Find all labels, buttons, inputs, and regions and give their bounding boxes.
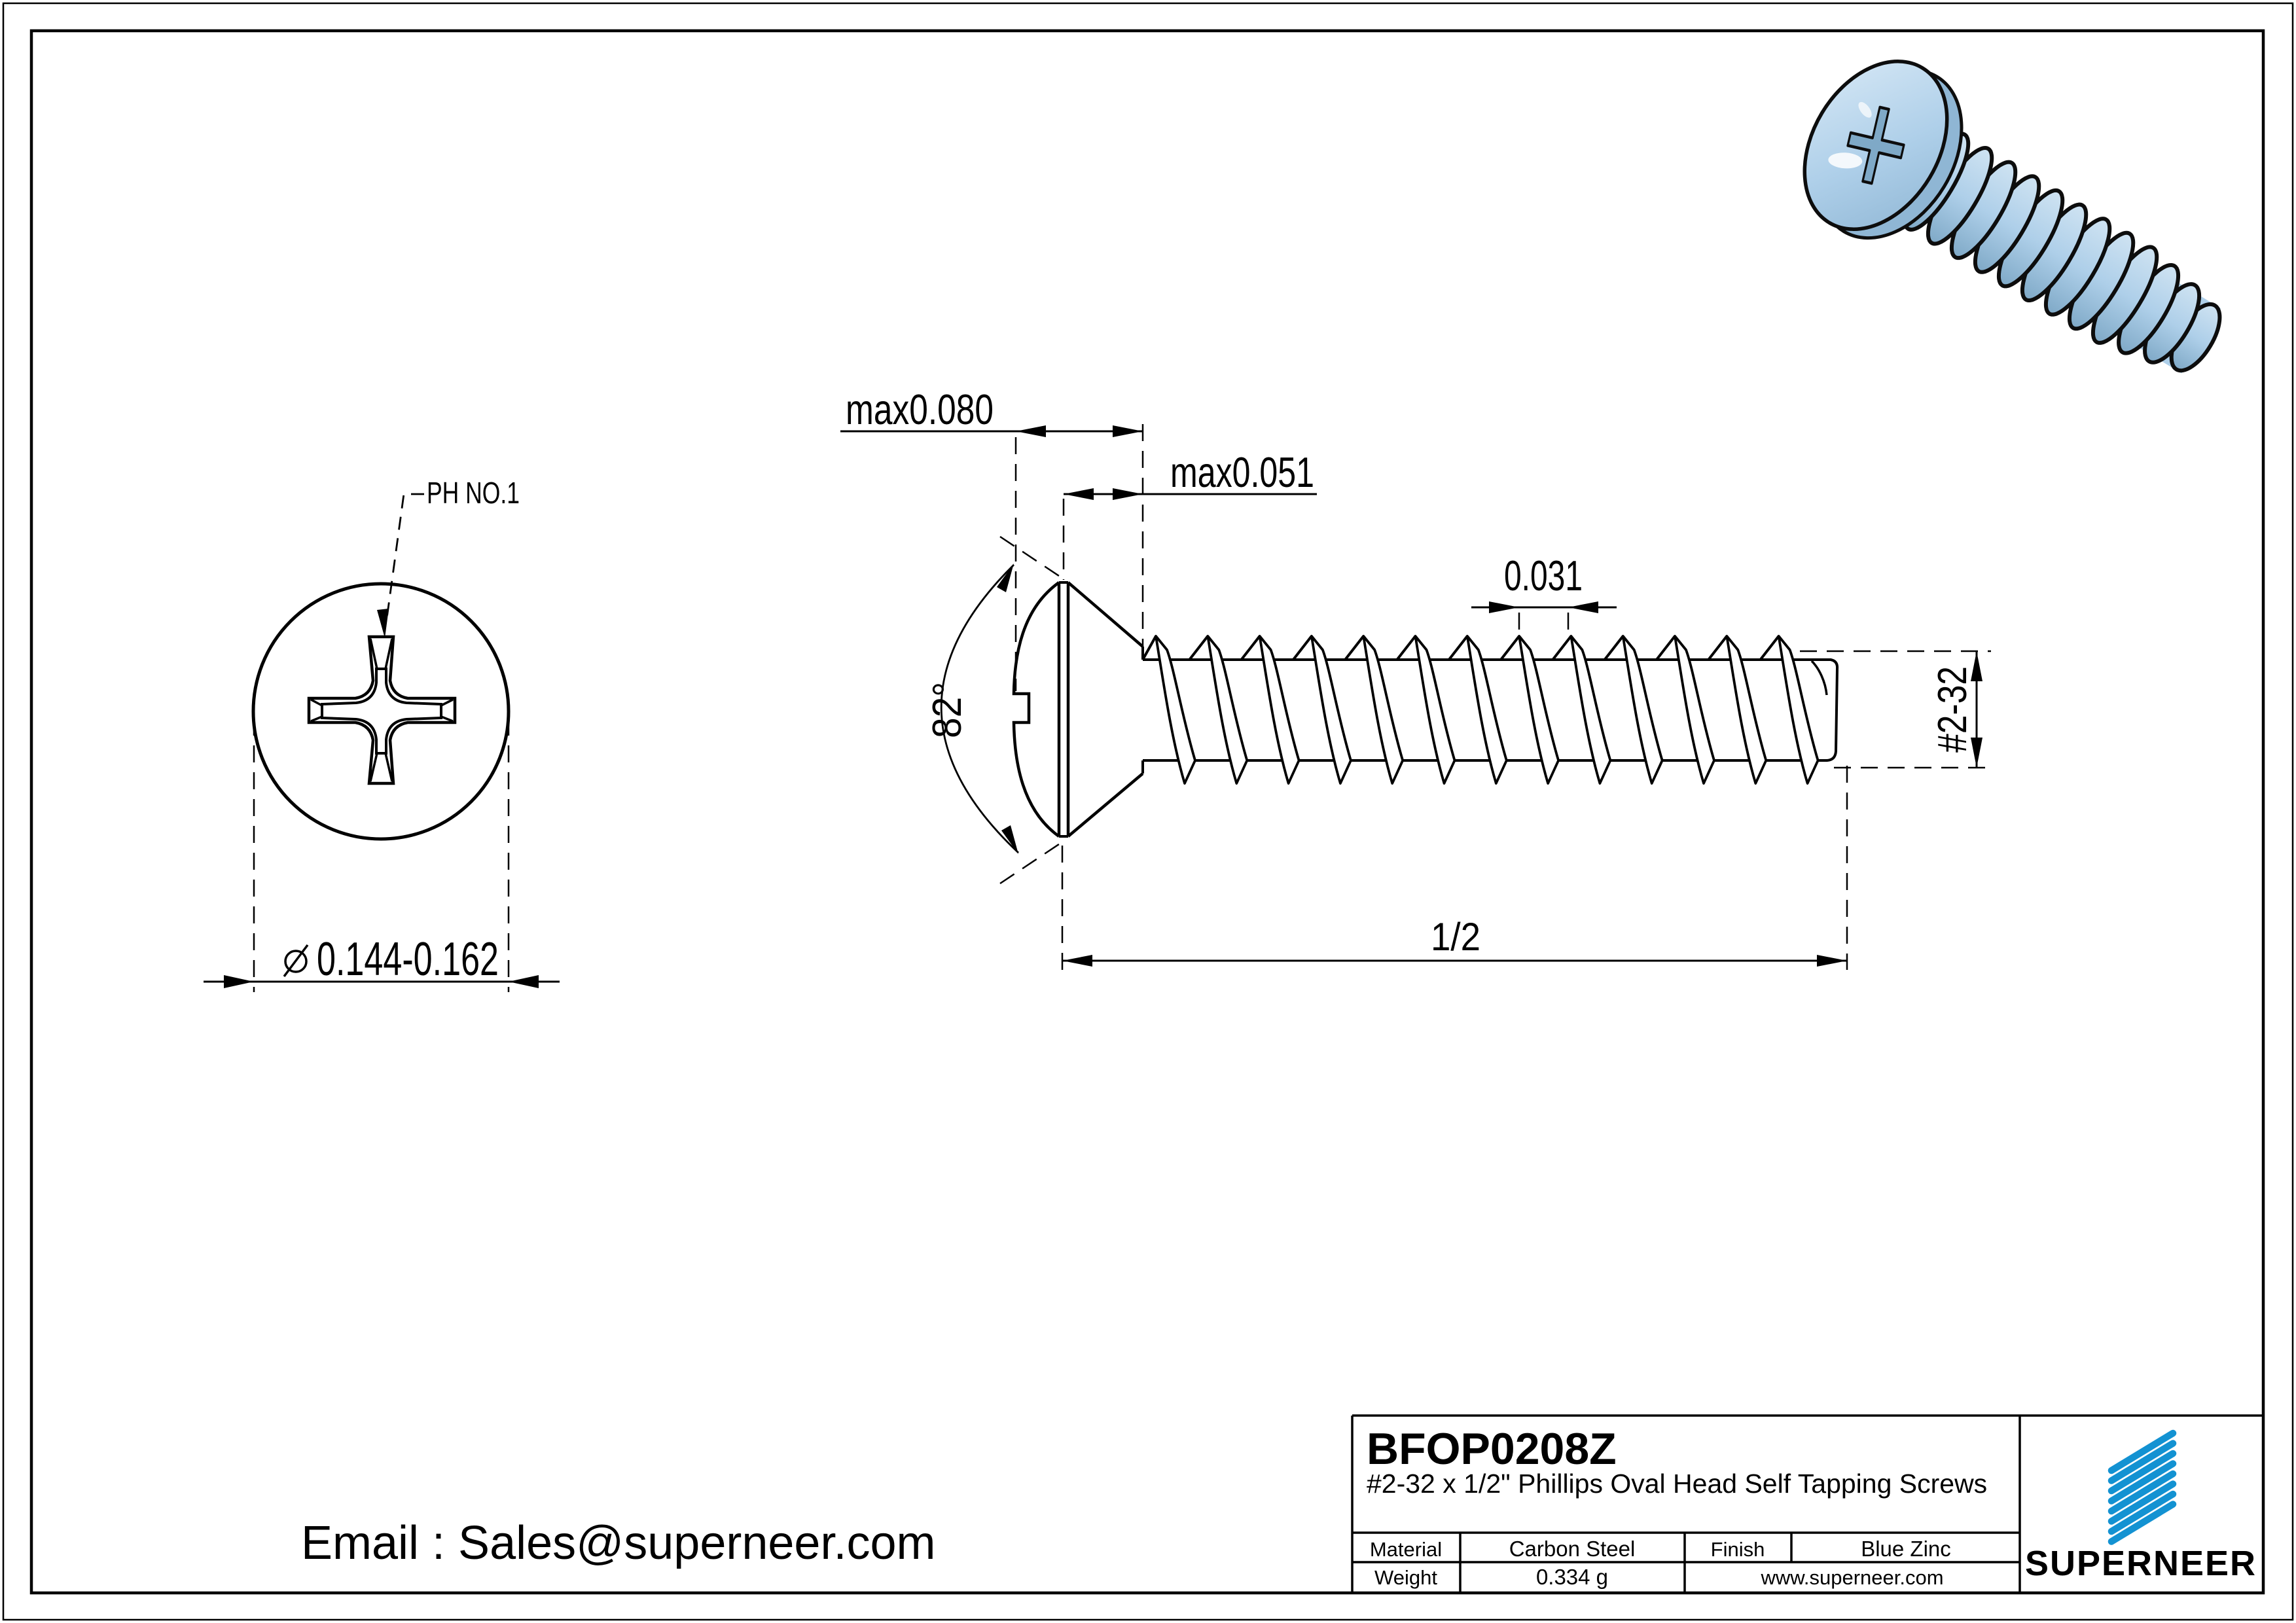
weight-label: Weight [1374,1566,1437,1589]
leader-arrowhead [377,609,389,638]
contact-email: Email : Sales@superneer.com [301,1517,936,1569]
pitch-value: 0.031 [1504,552,1583,599]
head-diameter-value: 0.144-0.162 [317,933,499,986]
finish-value: Blue Zinc [1861,1537,1951,1561]
extension-lines [999,424,1991,970]
website-link[interactable]: www.superneer.com [1760,1566,1943,1589]
diameter-dimension: 0.144-0.162 [204,719,560,992]
front-view [251,582,511,841]
head-angle-value: 82° [925,682,970,738]
material-value: Carbon Steel [1509,1537,1636,1561]
thread-profile [1141,635,1820,785]
phillips-cross-outer [307,635,457,785]
screw-3d-render [1803,60,2222,374]
head-outline-circle [251,582,511,841]
weight-value: 0.334 g [1536,1565,1608,1589]
head-height-value: max0.080 [846,385,994,433]
length-value: 1/2 [1431,915,1480,959]
title-block: BFOP0208Z #2-32 x 1/2" Phillips Oval Hea… [1351,1414,2262,1592]
head-cone-bottom [1067,772,1144,838]
side-view: 82° max0.080 max0.051 0.031 #2-32 [840,385,1991,970]
finish-label: Finish [1711,1538,1765,1561]
phillips-chamfer-lines [310,638,454,782]
head-profile [1012,581,1144,838]
brand-logo-icon [2108,1429,2177,1545]
length-dimension [1062,955,1847,967]
head-dome-outline [1012,581,1060,838]
part-description: #2-32 x 1/2" Phillips Oval Head Self Tap… [1367,1469,1987,1499]
head-cone-top [1067,581,1144,648]
side-height-value: max0.051 [1170,448,1314,496]
thread-size-value: #2-32 [1930,666,1975,753]
part-number: BFOP0208Z [1367,1424,1617,1474]
drawing-frame [29,29,2265,1595]
last-thread-hook [1810,660,1828,696]
material-label: Material [1370,1538,1442,1561]
angle-dimension [940,563,1019,854]
drive-leader [377,493,424,638]
drive-label: PH NO.1 [427,476,520,510]
pitch-dimension [1471,601,1617,613]
screw-end-face [1825,658,1839,762]
diameter-symbol [283,944,309,978]
brand-wordmark: SUPERNEER [2025,1544,2257,1583]
phillips-cross-inner [321,668,442,755]
thread-size-dimension [1971,651,1982,768]
side-height-dimension [1064,488,1317,500]
head-height-dimension [840,425,1143,437]
title-block-grid [1351,1414,2262,1592]
